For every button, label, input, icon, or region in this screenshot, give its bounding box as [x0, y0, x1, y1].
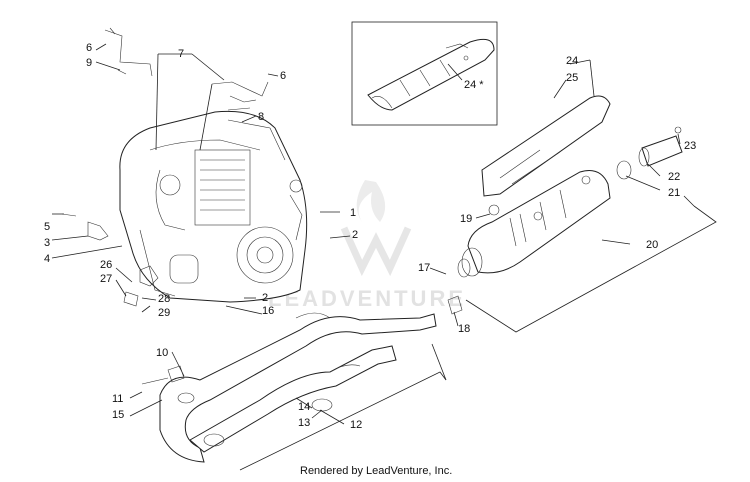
muffler-drawing	[447, 95, 683, 315]
bracket-parts	[61, 27, 269, 307]
callout-18: 18	[458, 323, 470, 335]
callout-10: 10	[156, 347, 168, 359]
footer-credit: Rendered by LeadVenture, Inc.	[300, 465, 452, 477]
callout-7: 7	[178, 48, 184, 60]
callout-2: 2	[352, 229, 358, 241]
callout-12: 12	[350, 419, 362, 431]
callout-28: 28	[158, 293, 170, 305]
callout-13: 13	[298, 417, 310, 429]
callout-6: 6	[280, 70, 286, 82]
callout-25: 25	[566, 72, 578, 84]
inset-box: 24 *	[351, 21, 498, 126]
callout-15: 15	[112, 409, 124, 421]
callout-24: 24	[566, 55, 578, 67]
leader-lines	[51, 43, 681, 425]
watermark-logo: LEADVENTURE	[268, 180, 466, 311]
callout-29: 29	[158, 307, 170, 319]
engine-drawing	[119, 110, 308, 303]
callout-24-star: 24 *	[464, 79, 484, 91]
callout-23: 23	[684, 140, 696, 152]
callout-17: 17	[418, 262, 430, 274]
callout-6: 6	[86, 42, 92, 54]
callout-3: 3	[44, 237, 50, 249]
callout-4: 4	[44, 253, 50, 265]
callout-20: 20	[646, 239, 658, 251]
watermark-text: LEADVENTURE	[268, 286, 466, 311]
callout-8: 8	[258, 111, 264, 123]
callout-27: 27	[100, 273, 112, 285]
callouts: 6 9 7 6 8 1 2 5 3 4 26 27 28 29 2 16 10 …	[44, 42, 696, 431]
callout-26: 26	[100, 259, 112, 271]
heat-shield-inset-drawing	[367, 38, 495, 111]
callout-21: 21	[668, 187, 680, 199]
callout-22: 22	[668, 171, 680, 183]
callout-9: 9	[86, 57, 92, 69]
callout-2: 2	[262, 292, 268, 304]
callout-5: 5	[44, 221, 50, 233]
callout-14: 14	[298, 401, 310, 413]
callout-11: 11	[112, 393, 123, 405]
callout-16: 16	[262, 305, 274, 317]
head-pipe-drawing	[141, 312, 437, 463]
muffler-group-lines	[239, 195, 717, 471]
callout-19: 19	[460, 213, 472, 225]
callout-1: 1	[350, 207, 356, 219]
